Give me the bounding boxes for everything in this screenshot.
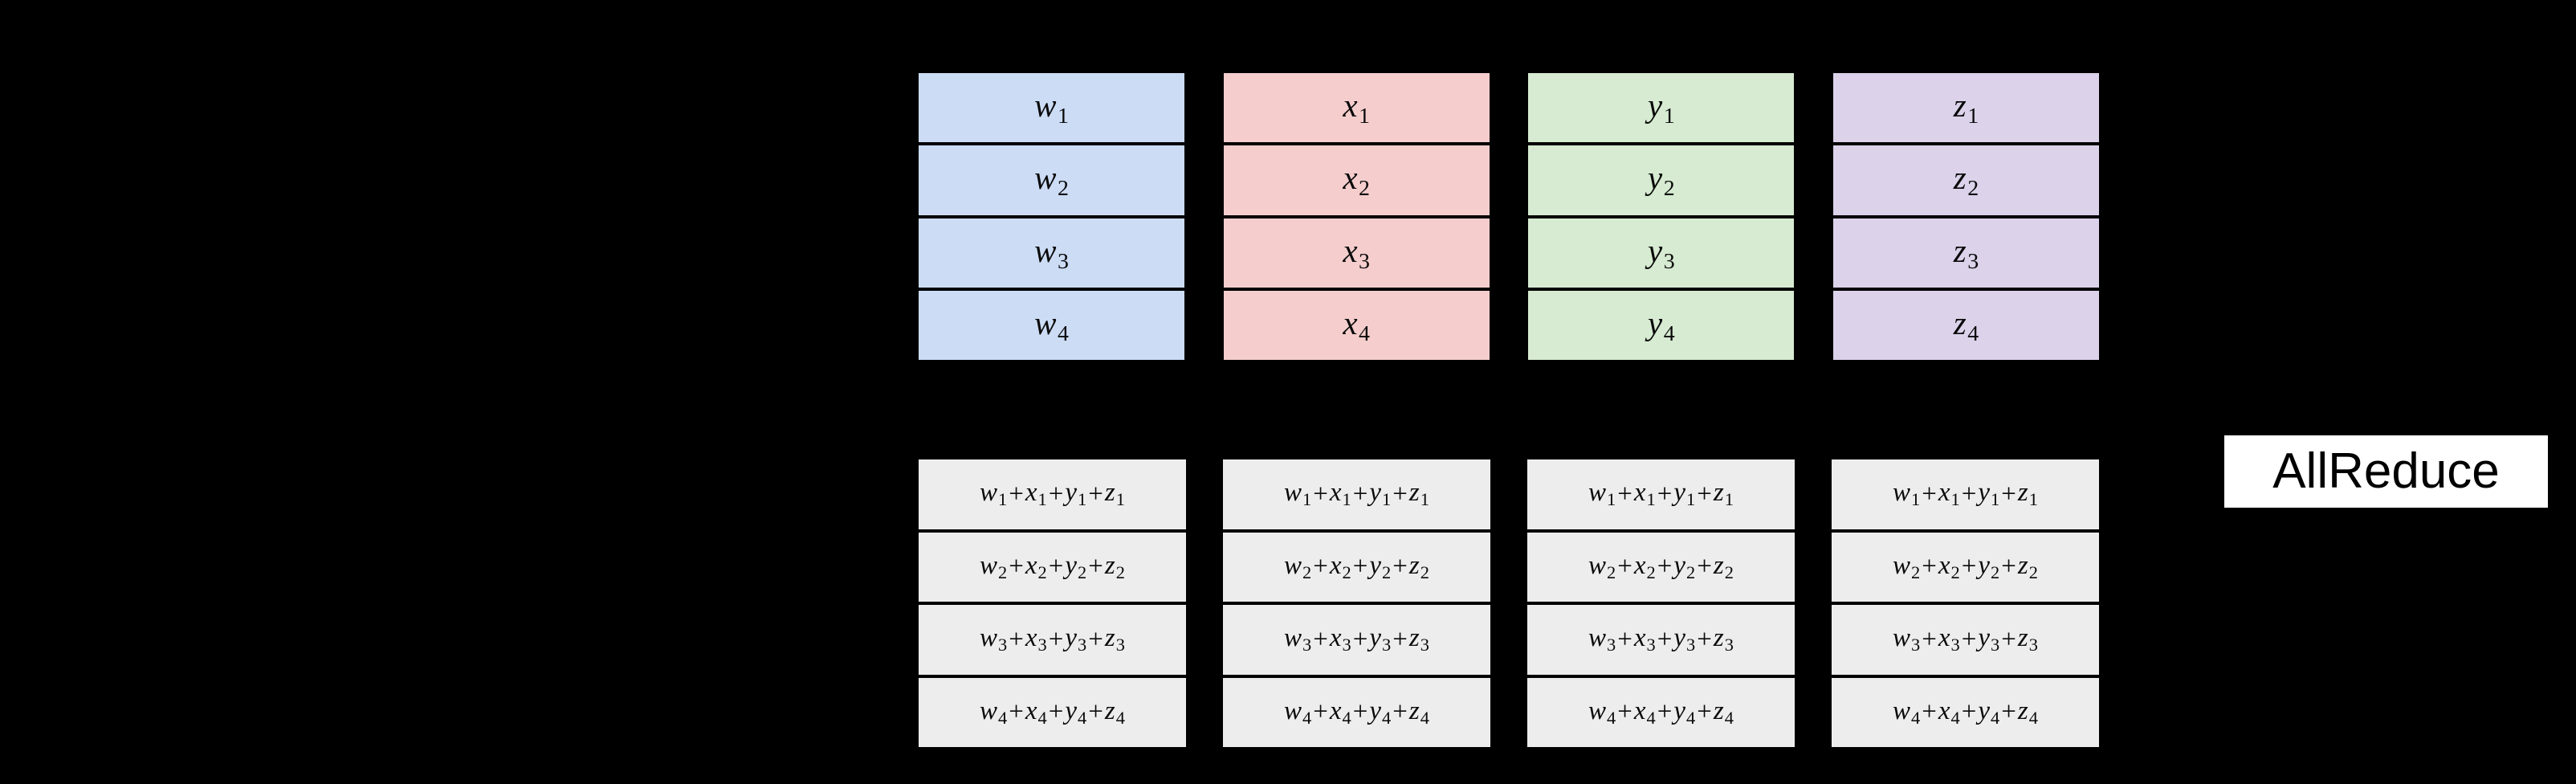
shard-cell: x1 [1223, 71, 1490, 145]
reduced-cell: w2+x2+y2+z2 [1832, 530, 2099, 603]
plus-operator: + [2001, 624, 2016, 654]
plus-operator: + [1088, 624, 1103, 654]
plus-operator: + [1313, 552, 1328, 582]
plus-operator: + [1088, 697, 1103, 727]
plus-operator: + [1392, 624, 1408, 654]
shard-cell: w3 [919, 216, 1184, 289]
plus-operator: + [1961, 697, 1977, 727]
plus-operator: + [1352, 624, 1368, 654]
shard-cell: z2 [1832, 144, 2099, 217]
plus-operator: + [1009, 479, 1024, 508]
plus-operator: + [1961, 479, 1977, 508]
plus-operator: + [1048, 624, 1064, 654]
reduced-cell: w4+x4+y4+z4 [1223, 676, 1490, 749]
plus-operator: + [1697, 624, 1712, 654]
plus-operator: + [1657, 552, 1673, 582]
shard-cell: z1 [1832, 71, 2099, 145]
plus-operator: + [1313, 479, 1328, 508]
reduced-cell: w2+x2+y2+z2 [1223, 530, 1490, 603]
shard-cell: x3 [1223, 216, 1490, 289]
reduced-cell: w4+x4+y4+z4 [1527, 676, 1795, 749]
plus-operator: + [1009, 552, 1024, 582]
reduced-cell: w1+x1+y1+z1 [1223, 458, 1490, 531]
reduced-cell: w2+x2+y2+z2 [919, 530, 1186, 603]
plus-operator: + [1697, 697, 1712, 727]
shard-cell: x4 [1223, 288, 1490, 361]
shard-cell: w4 [919, 288, 1184, 361]
reduced-cell: w1+x1+y1+z1 [1527, 458, 1795, 531]
reduced-cell: w4+x4+y4+z4 [1832, 676, 2099, 749]
plus-operator: + [1088, 552, 1103, 582]
plus-operator: + [1697, 479, 1712, 508]
plus-operator: + [1922, 552, 1937, 582]
plus-operator: + [1009, 624, 1024, 654]
reduced-cell: w3+x3+y3+z3 [1223, 603, 1490, 676]
reduced-cell: w1+x1+y1+z1 [919, 458, 1186, 531]
shard-cell: x2 [1223, 144, 1490, 217]
allreduce-label-text: AllReduce [2272, 443, 2500, 499]
shard-cell: y3 [1528, 216, 1795, 289]
plus-operator: + [1657, 697, 1673, 727]
reduced-cell: w4+x4+y4+z4 [919, 676, 1186, 749]
plus-operator: + [1009, 697, 1024, 727]
shard-cell: y4 [1528, 288, 1795, 361]
plus-operator: + [1048, 697, 1064, 727]
plus-operator: + [1313, 697, 1328, 727]
plus-operator: + [1352, 552, 1368, 582]
plus-operator: + [1352, 697, 1368, 727]
plus-operator: + [1392, 552, 1408, 582]
plus-operator: + [1088, 479, 1103, 508]
plus-operator: + [1617, 552, 1632, 582]
shard-cell: w2 [919, 144, 1184, 217]
shard-cell: w1 [919, 71, 1184, 145]
shard-cell: y2 [1528, 144, 1795, 217]
reduced-cell: w3+x3+y3+z3 [1527, 603, 1795, 676]
plus-operator: + [2001, 479, 2016, 508]
shard-cell: y1 [1528, 71, 1795, 145]
reduced-cell: w3+x3+y3+z3 [1832, 603, 2099, 676]
plus-operator: + [1922, 697, 1937, 727]
plus-operator: + [1392, 697, 1408, 727]
allreduce-label: AllReduce [2224, 435, 2548, 508]
plus-operator: + [1048, 479, 1064, 508]
reduced-cell: w2+x2+y2+z2 [1527, 530, 1795, 603]
plus-operator: + [2001, 552, 2016, 582]
plus-operator: + [1961, 624, 1977, 654]
plus-operator: + [1617, 697, 1632, 727]
plus-operator: + [1657, 479, 1673, 508]
shard-cell: z3 [1832, 216, 2099, 289]
plus-operator: + [1392, 479, 1408, 508]
reduced-cell: w1+x1+y1+z1 [1832, 458, 2099, 531]
plus-operator: + [1922, 624, 1937, 654]
plus-operator: + [1048, 552, 1064, 582]
plus-operator: + [1697, 552, 1712, 582]
plus-operator: + [1617, 624, 1632, 654]
plus-operator: + [1961, 552, 1977, 582]
reduced-cell: w3+x3+y3+z3 [919, 603, 1186, 676]
plus-operator: + [1352, 479, 1368, 508]
plus-operator: + [1657, 624, 1673, 654]
plus-operator: + [1617, 479, 1632, 508]
shard-cell: z4 [1832, 288, 2099, 361]
plus-operator: + [2001, 697, 2016, 727]
plus-operator: + [1313, 624, 1328, 654]
plus-operator: + [1922, 479, 1937, 508]
